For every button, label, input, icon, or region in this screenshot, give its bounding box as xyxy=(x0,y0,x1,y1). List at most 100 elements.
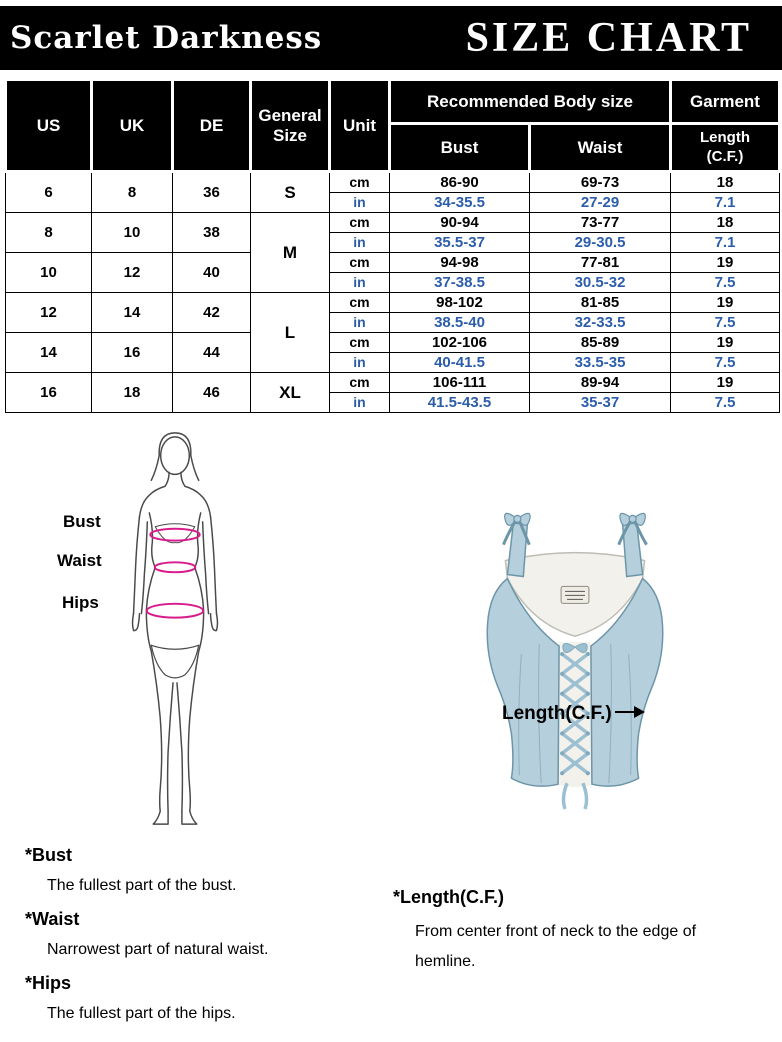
table-header-row: Bust Waist Length (C.F.) xyxy=(6,122,782,173)
uk-size: 12 xyxy=(91,252,173,293)
uk-size: 10 xyxy=(91,212,173,253)
size-chart-table: US UK DE General Size Unit Recommended B… xyxy=(4,78,782,413)
waist-value: 77-81 xyxy=(528,252,672,273)
waist-value: 73-77 xyxy=(528,212,672,233)
waist-value: 27-29 xyxy=(528,192,672,213)
waist-value: 32-33.5 xyxy=(528,312,672,333)
bust-value: 41.5-43.5 xyxy=(389,392,530,413)
body-measurement-figure xyxy=(131,432,219,825)
us-size: 6 xyxy=(5,171,92,213)
us-size: 14 xyxy=(5,332,92,373)
waist-value: 35-37 xyxy=(528,392,672,413)
hips-label: Hips xyxy=(62,593,99,612)
uk-size: 18 xyxy=(91,372,173,413)
length-value: 7.1 xyxy=(670,232,781,253)
bust-value: 37-38.5 xyxy=(389,272,530,293)
bust-measure-line xyxy=(149,527,201,542)
bust-value: 102-106 xyxy=(389,332,530,353)
waist-value: 33.5-35 xyxy=(528,352,672,373)
col-header-us: US xyxy=(4,78,93,173)
us-size: 12 xyxy=(5,292,92,333)
general-size: S xyxy=(250,171,330,213)
de-size: 40 xyxy=(172,252,251,293)
waist-value: 85-89 xyxy=(528,332,672,353)
grommets xyxy=(560,652,590,776)
table-row: in 41.5-43.5 35-37 7.5 xyxy=(6,392,781,413)
note-term: *Waist xyxy=(25,909,80,929)
left-bow xyxy=(502,512,531,546)
col-header-body-size: Recommended Body size xyxy=(387,78,673,125)
col-header-waist: Waist xyxy=(527,122,673,173)
unit-in: in xyxy=(329,352,390,373)
waist-value: 81-85 xyxy=(528,292,672,313)
bust-value: 106-111 xyxy=(389,372,530,393)
table-row: in 35.5-37 29-30.5 7.1 xyxy=(6,232,781,253)
bust-value: 34-35.5 xyxy=(389,192,530,213)
bust-value: 35.5-37 xyxy=(389,232,530,253)
waist-value: 29-30.5 xyxy=(528,232,672,253)
waist-value: 69-73 xyxy=(528,171,672,193)
length-value: 7.5 xyxy=(670,392,781,413)
table-header-row: US UK DE General Size Unit Recommended B… xyxy=(4,78,782,173)
uk-size: 14 xyxy=(91,292,173,333)
de-size: 38 xyxy=(172,212,251,253)
length-note: *Length(C.F.) From center front of neck … xyxy=(393,885,743,987)
header-bar: Scarlet Darkness SIZE CHART xyxy=(0,6,782,70)
hips-measure-line xyxy=(145,602,205,619)
note-term: *Bust xyxy=(25,845,73,865)
note-desc: The fullest part of the bust. xyxy=(47,877,237,894)
us-size: 8 xyxy=(5,212,92,253)
bust-value: 90-94 xyxy=(389,212,530,233)
unit-cm: cm xyxy=(329,372,390,393)
page-title: SIZE CHART xyxy=(465,15,752,61)
bust-value: 98-102 xyxy=(389,292,530,313)
table-row: 8 10 38 M cm 90-94 73-77 18 xyxy=(5,212,781,293)
general-size: L xyxy=(250,292,330,373)
length-value: 19 xyxy=(670,332,781,353)
note-desc: The fullest part of the hips. xyxy=(47,1005,236,1022)
unit-in: in xyxy=(329,392,390,413)
col-header-uk: UK xyxy=(90,78,174,173)
unit-in: in xyxy=(329,232,390,253)
de-size: 46 xyxy=(172,372,251,413)
length-value: 7.5 xyxy=(670,352,781,373)
length-value: 19 xyxy=(670,252,781,273)
note-desc: From center front of neck to the edge of… xyxy=(415,923,697,970)
length-value: 19 xyxy=(670,372,781,393)
length-value: 18 xyxy=(670,171,781,193)
corset-illustration xyxy=(486,512,664,810)
de-size: 36 xyxy=(172,171,251,213)
bust-value: 38.5-40 xyxy=(389,312,530,333)
col-header-general-size: General Size xyxy=(249,78,331,173)
bust-value: 86-90 xyxy=(389,171,530,193)
bust-label: Bust xyxy=(63,512,101,531)
uk-size: 16 xyxy=(91,332,173,373)
table-row: in 37-38.5 30.5-32 7.5 xyxy=(6,272,781,293)
col-header-garment: Garment xyxy=(669,78,782,125)
waist-value: 30.5-32 xyxy=(528,272,672,293)
unit-in: in xyxy=(329,312,390,333)
general-size: XL xyxy=(250,372,330,413)
us-size: 16 xyxy=(5,372,92,413)
length-value: 7.5 xyxy=(670,312,781,333)
waist-label: Waist xyxy=(57,551,102,570)
length-cf-text: Length(C.F.) xyxy=(502,703,612,724)
unit-cm: cm xyxy=(329,292,390,313)
unit-in: in xyxy=(329,192,390,213)
waist-value: 89-94 xyxy=(528,372,672,393)
note-term: *Length(C.F.) xyxy=(393,887,504,907)
general-size: M xyxy=(250,212,330,293)
length-value: 19 xyxy=(670,292,781,313)
table-row: 10 12 40 cm 94-98 77-81 19 xyxy=(5,252,781,293)
table-row: 16 18 46 XL cm 106-111 89-94 19 xyxy=(5,372,781,413)
note-term: *Hips xyxy=(25,973,72,993)
note-desc: Narrowest part of natural waist. xyxy=(47,941,269,958)
de-size: 44 xyxy=(172,332,251,373)
length-cf-label: Length(C.F.) xyxy=(502,703,645,725)
table-row: 14 16 44 cm 102-106 85-89 19 xyxy=(5,332,781,373)
corset-left-panel xyxy=(486,577,560,787)
unit-cm: cm xyxy=(329,171,390,193)
table-row: 12 14 42 L cm 98-102 81-85 19 xyxy=(5,292,781,373)
uk-size: 8 xyxy=(91,171,173,213)
